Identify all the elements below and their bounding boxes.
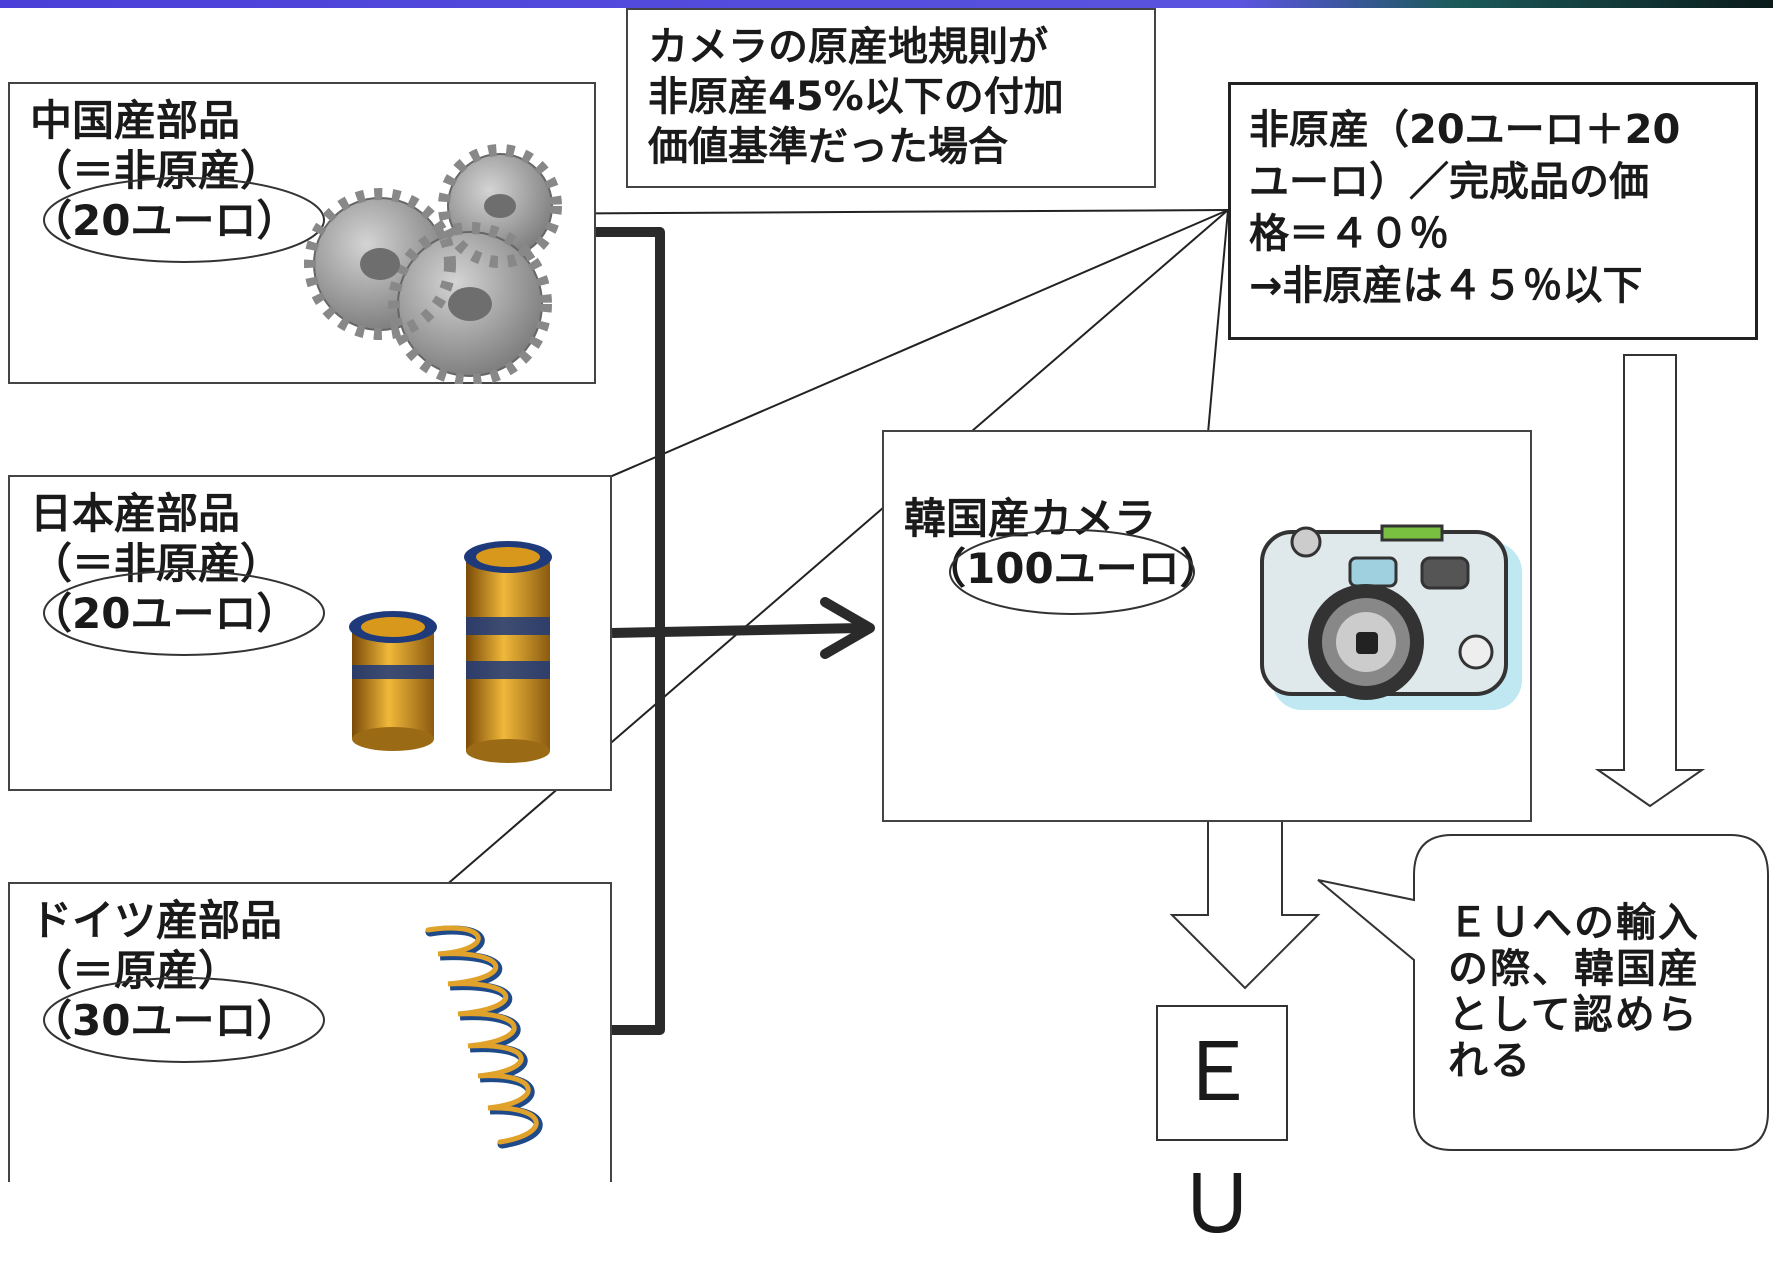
callout-line-2: の際、韓国産 [1448,946,1700,992]
calculation-box: 非原産（20ユーロ＋20 ユーロ）／完成品の価 格＝４０％ →非原産は４５％以下 [1228,82,1758,340]
assembly-arrow-head [820,597,875,659]
condition-box: カメラの原産地規則が 非原産45%以下の付加 価値基準だった場合 [626,8,1156,188]
callout-line-4: れる [1448,1038,1532,1084]
condition-line-3: 価値基準だった場合 [648,124,1008,170]
price-ellipse-china [43,177,325,263]
price-ellipse-germany [43,977,325,1063]
part-status-japan: （＝非原産） [30,539,283,588]
part-name-china: 中国産部品 [30,96,241,145]
part-box-japan: 日本産部品 （＝非原産） （20ユーロ） [8,475,612,791]
part-box-china: 中国産部品 （＝非原産） （20ユーロ） [8,82,596,384]
callout-line-1: ＥＵへの輸入 [1448,900,1700,946]
part-name-germany: ドイツ産部品 [30,896,283,945]
connector-layer [289,209,1769,1151]
part-price-china: （20ユーロ） [30,196,299,245]
eu-destination-box: ＥＵ [1156,1005,1288,1249]
part-price-germany: （30ユーロ） [30,996,299,1045]
calc-line-2: ユーロ）／完成品の価 [1249,159,1649,205]
price-ellipse-camera [949,529,1195,615]
camera-icon [1260,524,1522,710]
callout-bubble [1317,834,1769,1151]
part-status-germany: （＝原産） [30,946,241,995]
eu-down-arrow [1169,807,1321,990]
condition-line-2: 非原産45%以下の付加 [648,74,1064,120]
calc-line-1: 非原産（20ユーロ＋20 [1249,107,1681,153]
assembly-arrow-shaft [611,623,863,638]
calc-down-arrow [1594,354,1706,808]
callout-line-3: として認めら [1448,992,1699,1038]
condition-line-1: カメラの原産地規則が [648,24,1048,70]
calc-line-3: 格＝４０％ [1249,211,1449,257]
part-status-china: （＝非原産） [30,146,283,195]
camera-box: 韓国産カメラ （100ユーロ） [882,430,1532,822]
part-price-japan: （20ユーロ） [30,589,299,638]
price-ellipse-japan [43,570,325,656]
top-accent-bar [0,0,1773,8]
callout-text: ＥＵへの輸入 の際、韓国産 として認めら れる [1448,900,1718,1084]
spring-icon [425,925,543,1149]
calc-line-4: →非原産は４５％以下 [1249,263,1643,309]
camera-name: 韓国産カメラ [904,494,1157,543]
camera-price: （100ユーロ） [924,544,1222,593]
gears-icon [304,144,562,384]
cylinders-icon [349,541,552,763]
part-name-japan: 日本産部品 [30,489,241,538]
part-box-germany: ドイツ産部品 （＝原産） （30ユーロ） [8,882,612,1182]
